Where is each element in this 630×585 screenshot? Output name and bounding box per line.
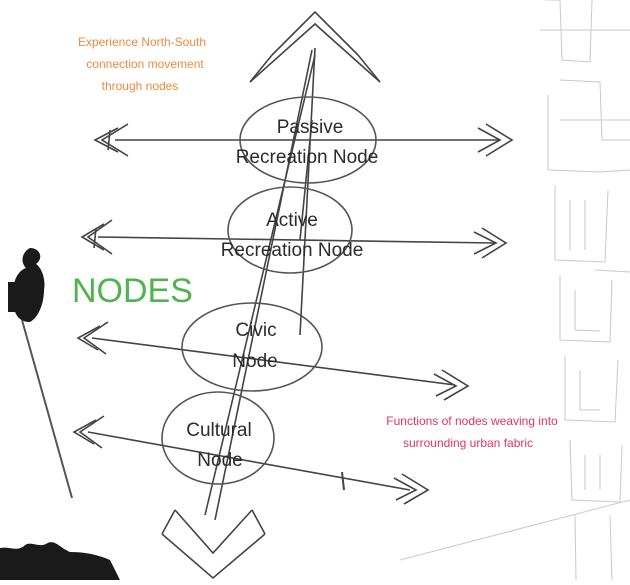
nodes-heading: NODES — [72, 272, 193, 310]
node-label-passive: Passive — [277, 117, 344, 138]
west-arrow-icons — [72, 123, 129, 449]
svg-text:through nodes: through nodes — [102, 79, 179, 93]
person-silhouette — [8, 248, 73, 499]
east-west-connections — [87, 139, 500, 491]
node-label-civic: Civic — [235, 320, 276, 341]
node-ellipses — [161, 96, 377, 485]
active-recreation-node-outline — [227, 186, 353, 274]
node-label-active: Active — [266, 210, 318, 231]
node-label-passive-2: Recreation Node — [236, 147, 379, 168]
civic-node-outline — [181, 302, 323, 392]
weaving-note: Functions of nodes weaving into surround… — [386, 414, 558, 450]
north-south-note: Experience North-South connection moveme… — [78, 35, 206, 93]
node-label-cultural-2: Node — [197, 450, 242, 471]
urban-fabric-map — [399, 0, 630, 581]
cultural-node-outline — [161, 391, 275, 485]
marker-tick — [341, 471, 345, 491]
node-label-civic-2: Node — [232, 351, 277, 372]
svg-text:Functions of nodes weaving int: Functions of nodes weaving into — [386, 414, 558, 428]
svg-text:connection movement: connection movement — [86, 57, 204, 71]
svg-text:Experience North-South: Experience North-South — [78, 35, 206, 49]
passive-recreation-node-outline — [239, 96, 377, 184]
east-arrow-icons — [393, 123, 514, 505]
svg-text:surrounding urban fabric: surrounding urban fabric — [403, 436, 533, 450]
south-chevron-icon — [161, 509, 266, 580]
node-label-cultural: Cultural — [186, 420, 251, 441]
node-label-active-2: Recreation Node — [221, 240, 364, 261]
node-labels: Passive Recreation Node Active Recreatio… — [186, 117, 378, 471]
north-chevron-icon — [249, 10, 381, 83]
vegetation-silhouette — [0, 542, 120, 580]
